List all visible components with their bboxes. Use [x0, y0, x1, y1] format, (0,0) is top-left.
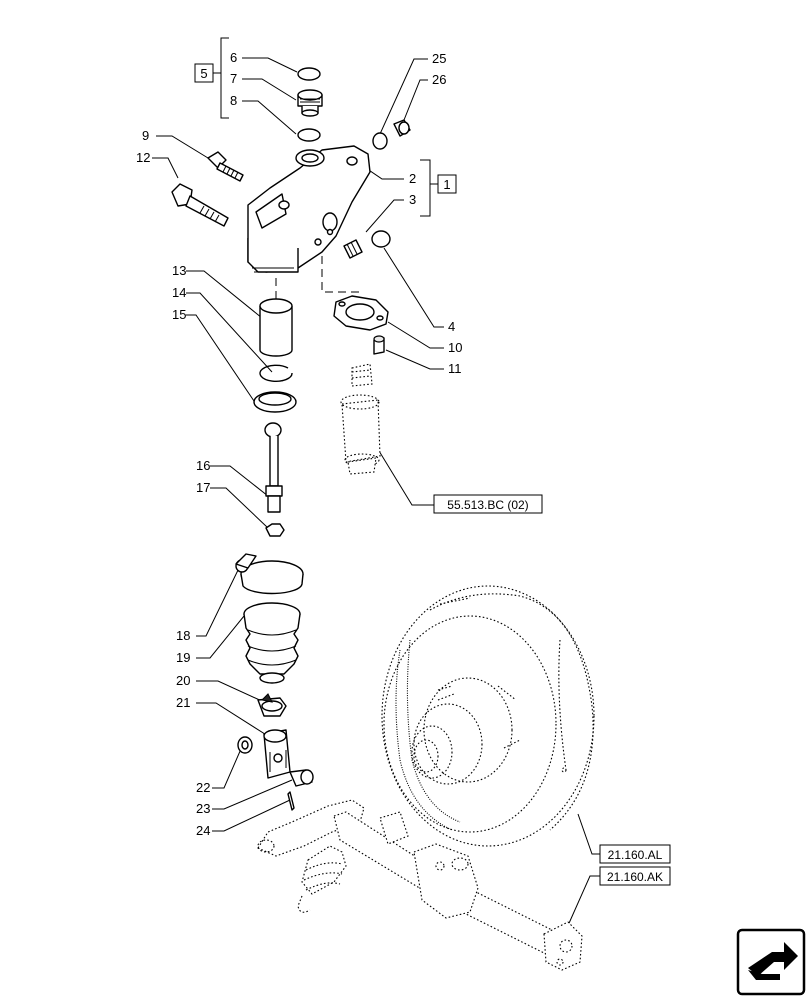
group-5-bracket: 5 — [194, 37, 229, 119]
reference-box-21160ak[interactable] — [599, 866, 671, 886]
callout-23: 23 — [196, 801, 210, 816]
part-25-washer — [372, 132, 388, 150]
callout-9: 9 — [142, 128, 149, 143]
callout-7: 7 — [230, 71, 237, 86]
assembly-axis-line — [321, 256, 362, 293]
reference-boxes: 55.513.BC (02) 21.160.AL 21.160.AK — [433, 494, 671, 886]
part-6-o-ring — [297, 67, 321, 81]
lever-assembly-ghost — [257, 799, 583, 971]
callout-4: 4 — [448, 319, 455, 334]
part-9-bolt — [207, 151, 244, 182]
reference-box-55513bc[interactable] — [433, 494, 543, 514]
part-18-clamp — [235, 553, 304, 595]
callout-15: 15 — [172, 307, 186, 322]
part-24-cotter-pin — [287, 791, 295, 811]
callout-22: 22 — [196, 780, 210, 795]
callout-labels: 6 7 8 25 26 9 12 2 3 4 10 11 13 14 15 16… — [136, 50, 462, 838]
callout-18: 18 — [176, 628, 190, 643]
group-1-bracket: 1 — [420, 159, 457, 217]
sensor-assembly-ghost — [340, 363, 381, 475]
reference-label-21160ak: 21.160.AK — [607, 870, 663, 884]
next-page-arrow-icon[interactable] — [736, 928, 806, 996]
part-14-snap-ring — [259, 364, 293, 382]
part-12-long-bolt — [171, 183, 229, 227]
callout-17: 17 — [196, 480, 210, 495]
group-5-label: 5 — [200, 66, 207, 81]
part-8-o-ring — [297, 128, 321, 142]
part-15-seal-ring — [253, 391, 297, 413]
callout-12: 12 — [136, 150, 150, 165]
part-10-gasket — [333, 295, 389, 331]
callout-6: 6 — [230, 50, 237, 65]
part-21-clevis — [263, 729, 291, 779]
callout-10: 10 — [448, 340, 462, 355]
group-1-label: 1 — [443, 177, 450, 192]
part-13-sleeve — [259, 298, 293, 357]
part-2-housing — [247, 145, 371, 273]
callout-25: 25 — [432, 51, 446, 66]
callout-8: 8 — [230, 93, 237, 108]
callout-16: 16 — [196, 458, 210, 473]
part-17-nut — [265, 523, 285, 537]
callout-26: 26 — [432, 72, 446, 87]
part-20-clip — [257, 693, 287, 717]
callout-3: 3 — [409, 192, 416, 207]
callout-24: 24 — [196, 823, 210, 838]
part-19-boot — [243, 602, 301, 684]
part-22-washer — [237, 736, 253, 754]
callout-20: 20 — [176, 673, 190, 688]
part-26-plug — [393, 119, 411, 137]
part-7-fitting — [297, 89, 323, 117]
part-11-screw — [373, 335, 385, 355]
callout-11: 11 — [448, 361, 462, 376]
reference-label-55513bc: 55.513.BC (02) — [447, 498, 528, 512]
leader-lines — [152, 57, 600, 931]
reference-box-21160al[interactable] — [599, 844, 671, 864]
callout-14: 14 — [172, 285, 186, 300]
part-16-rod — [264, 422, 283, 513]
gear-housing-ghost — [381, 585, 595, 847]
part-3-set-screw — [343, 239, 363, 259]
reference-label-21160al: 21.160.AL — [608, 848, 663, 862]
callout-2: 2 — [409, 171, 416, 186]
part-4-o-ring — [371, 230, 391, 248]
part-23-pin — [289, 769, 314, 787]
callout-13: 13 — [172, 263, 186, 278]
callout-21: 21 — [176, 695, 190, 710]
callout-19: 19 — [176, 650, 190, 665]
